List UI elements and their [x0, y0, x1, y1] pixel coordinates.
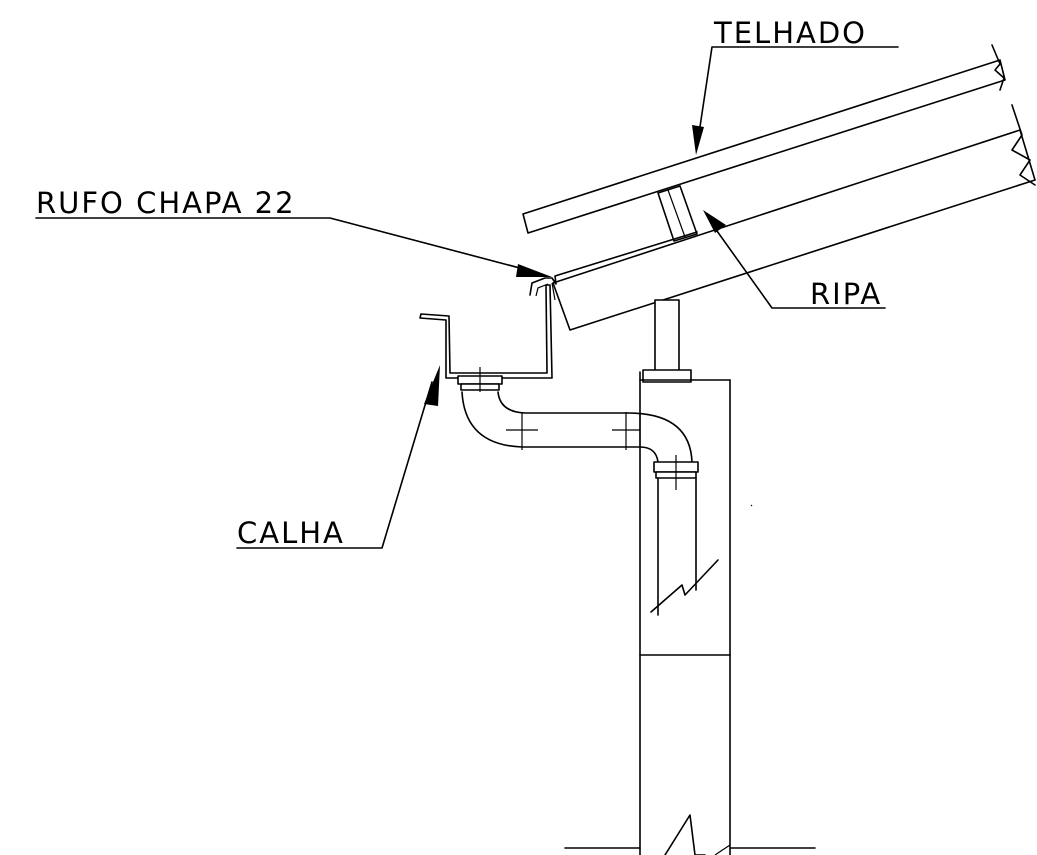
leader-ripa: RIPA: [703, 210, 886, 311]
wall-column: [564, 371, 816, 855]
label-ripa: RIPA: [810, 277, 882, 311]
calha-gutter: [419, 284, 553, 379]
leader-calha: CALHA: [236, 365, 440, 550]
label-rufo: RUFO CHAPA 22: [36, 186, 296, 220]
rafter-beam: [552, 104, 1036, 331]
label-calha: CALHA: [237, 516, 345, 550]
leader-telhado: TELHADO: [692, 16, 899, 155]
label-telhado: TELHADO: [713, 16, 867, 50]
leader-rufo: RUFO CHAPA 22: [35, 186, 552, 277]
rufo-flashing: [529, 231, 698, 301]
roof-tile-layer: [522, 44, 1006, 234]
ripa-batten: [657, 185, 698, 242]
downpipe: [457, 367, 753, 616]
support-post: [642, 299, 692, 383]
